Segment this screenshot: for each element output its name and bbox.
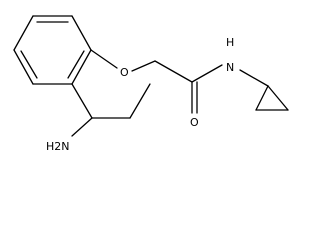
amide-nitrogen-label: N [226, 61, 234, 74]
ring-bond [13, 49, 34, 85]
ether-oxygen-label: O [120, 66, 129, 79]
bond-methylene-to-carbonyl [154, 60, 193, 83]
aminopropyl-chain [71, 83, 151, 137]
ring-inner-double-bond [67, 50, 85, 79]
amide-hydrogen-label: H [226, 36, 234, 49]
ring-bond [13, 15, 34, 51]
benzene-ring [13, 15, 92, 85]
amine-group-label: H2N [46, 140, 70, 153]
cyclopropyl-bond [255, 85, 269, 111]
cyclopropyl-bond [267, 85, 289, 111]
ring-bond [71, 49, 92, 85]
bond-oxygen-to-methylene [131, 60, 156, 72]
cyclopropyl-ring [255, 85, 289, 111]
bond-carbonyl-to-nitrogen [191, 64, 223, 83]
side-chain [90, 49, 269, 114]
atom-labels: O O N H H2N [46, 36, 234, 153]
bond-ring-to-ch [71, 83, 93, 119]
bond-ring-to-oxygen [90, 49, 118, 69]
structure-diagram: O O N H H2N [13, 15, 289, 153]
bond-nitrogen-to-cyclopropyl [239, 69, 269, 87]
bond-ch-to-amine [71, 117, 93, 137]
ring-inner-double-bond [20, 50, 38, 79]
bond-ch2-to-ch3 [129, 83, 151, 119]
ring-bond [71, 15, 92, 51]
carbonyl-oxygen-label: O [190, 116, 199, 129]
